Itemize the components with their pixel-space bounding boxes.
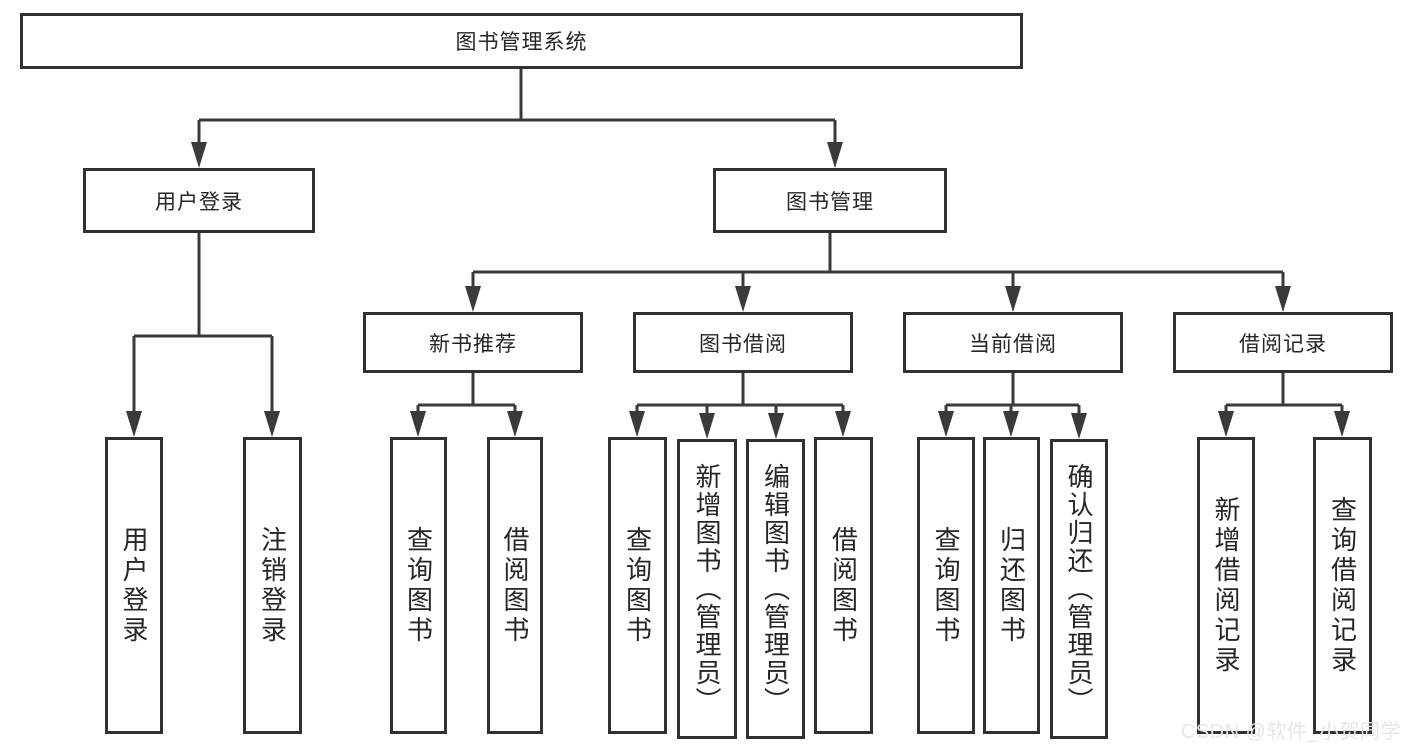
node-new-book-recommendation: 新书推荐 — [363, 312, 583, 373]
leaf-borrow-books-2: 借阅图书 — [814, 437, 873, 734]
arrowhead — [1218, 411, 1234, 437]
node-label: 当前借阅 — [969, 332, 1057, 356]
arrowhead — [827, 142, 843, 168]
arrowhead — [1071, 413, 1087, 439]
node-label: 图书借阅 — [699, 332, 787, 356]
leaf-query-books-2: 查询图书 — [608, 437, 667, 734]
arrowhead — [699, 413, 715, 439]
node-label: 图书管理 — [786, 190, 874, 214]
leaf-edit-book-admin: 编辑图书（管理员） — [746, 439, 805, 739]
node-current-borrowing: 当前借阅 — [903, 312, 1123, 373]
node-library-management-system: 图书管理系统 — [20, 13, 1023, 69]
node-user-login: 用户登录 — [83, 168, 315, 233]
arrowhead — [938, 411, 954, 437]
leaf-add-borrow-record: 新增借阅记录 — [1197, 437, 1255, 734]
node-label: 归还图书 — [996, 525, 1027, 646]
leaf-add-book-admin: 新增图书（管理员） — [677, 439, 737, 739]
csdn-watermark: CSDN @软件_小贺同学 — [1180, 721, 1401, 743]
leaf-user-login: 用户登录 — [105, 437, 163, 734]
node-label: 查询借阅记录 — [1327, 495, 1358, 676]
tree-edges — [132, 69, 1344, 417]
leaf-confirm-return-admin: 确认归还（管理员） — [1050, 439, 1108, 739]
node-label: 新增图书（管理员） — [692, 463, 722, 715]
arrowhead — [126, 411, 142, 437]
arrowhead — [735, 286, 751, 312]
arrowhead — [410, 411, 426, 437]
arrowhead — [507, 411, 523, 437]
node-label: 查询图书 — [931, 525, 961, 646]
node-book-borrowing: 图书借阅 — [633, 312, 853, 373]
node-label: 新书推荐 — [429, 332, 517, 356]
arrowhead — [465, 286, 481, 312]
node-label: 用户登录 — [155, 190, 243, 214]
node-label: 借阅图书 — [828, 525, 859, 646]
leaf-return-book: 归还图书 — [983, 437, 1040, 734]
arrowhead — [835, 411, 851, 437]
node-label: 新增借阅记录 — [1211, 495, 1241, 676]
leaf-query-borrow-record: 查询借阅记录 — [1313, 437, 1372, 734]
node-label: 确认归还（管理员） — [1064, 463, 1094, 715]
leaf-query-books-3: 查询图书 — [917, 437, 975, 734]
arrowhead — [629, 411, 645, 437]
node-label: 图书管理系统 — [455, 31, 588, 54]
leaf-logout-login: 注销登录 — [243, 437, 302, 734]
node-label: 编辑图书（管理员） — [760, 463, 791, 715]
leaf-query-books-1: 查询图书 — [390, 437, 447, 734]
leaf-borrow-books-1: 借阅图书 — [487, 437, 543, 734]
node-label: 借阅图书 — [500, 525, 530, 646]
node-label: 用户登录 — [119, 525, 149, 646]
arrowhead — [264, 411, 280, 437]
node-label: 借阅记录 — [1239, 332, 1327, 356]
arrowhead — [191, 142, 207, 168]
node-book-management: 图书管理 — [713, 168, 947, 233]
arrowhead — [1005, 286, 1021, 312]
node-label: 注销登录 — [257, 525, 288, 646]
node-borrowing-records: 借阅记录 — [1173, 312, 1393, 373]
node-label: 查询图书 — [403, 525, 434, 646]
arrowhead — [1334, 411, 1350, 437]
arrowhead — [1275, 286, 1291, 312]
arrowhead — [768, 413, 784, 439]
node-label: 查询图书 — [622, 525, 653, 646]
arrowhead — [1003, 411, 1019, 437]
